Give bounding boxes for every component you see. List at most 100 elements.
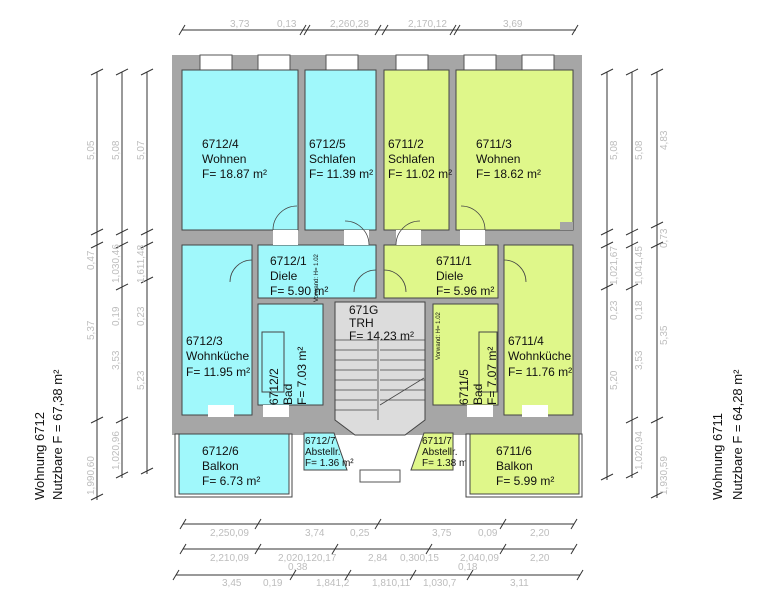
dim-label: 2,170,12 [408,19,447,30]
dim-label: 0,18 [458,562,478,573]
dim-label: 5,20 [609,370,620,390]
room-6711-4[interactable]: 6711/4 Wohnküche F= 11.76 m² [503,244,574,416]
room-671G-staircase[interactable]: 671G TRH F= 14.23 m² [334,301,426,436]
vorwand-label: Vorwand: H= 1.02 [314,253,320,302]
room-id: 6711/7 [422,436,452,447]
dim-label: 0,47 [86,250,97,270]
room-6712-6-balcony[interactable]: 6712/6 Balkon F= 6.73 m² [174,433,293,498]
room-name: Diele [436,269,464,283]
dim-label: 3,11 [510,578,529,589]
room-name: Abstellr. [422,447,458,458]
room-name: Wohnen [202,152,246,166]
stair-steps [335,339,425,420]
room-id: 6711/6 [496,444,532,458]
room-area: F= 11.39 m² [309,167,373,181]
dim-label: 3,45 [222,578,242,589]
dim-label: 1,930,59 [659,456,670,495]
dim-label: 5,07 [136,140,147,160]
dim-label: 1,041,45 [634,246,645,285]
dim-label: 2,20 [530,553,550,564]
dim-label: 0,18 [634,300,645,320]
dim-label: 2,260,28 [330,19,369,30]
room-id: 6712/1 [270,254,307,268]
dim-label: 3,53 [111,350,122,370]
dim-label: 0,19 [263,578,283,589]
room-area: F= 18.87 m² [202,167,267,181]
vorwand-label: Vorwand: H= 1.02 [436,311,442,360]
room-id: 6711/2 [388,137,424,151]
room-id: 6712/4 [202,137,239,151]
dim-label: 5,05 [86,140,97,160]
dim-label: 3,75 [432,528,452,539]
dim-label: 0,23 [136,306,147,326]
dim-label: 1,990,60 [86,456,97,495]
dim-label: 1,020,94 [634,431,645,470]
room-name: Bad [471,384,485,405]
room-id: 671G [349,303,378,317]
dim-label: 5,35 [659,325,670,345]
room-6712-7[interactable]: 6712/7 Abstellr. F= 1.36 m² [303,432,354,471]
room-6711-5[interactable]: Vorwand: H= 1.02 6711/5 Bad F= 7.07 m² [432,303,499,406]
room-name: TRH [349,316,374,330]
room-area: F= 1.36 m² [305,458,354,469]
room-id: 6712/7 [305,436,336,447]
room-id: 6711/3 [476,137,512,151]
dimension-left: 5,05 0,47 5,37 1,990,60 5,08 1,030,46 0,… [86,68,154,501]
room-area: F= 11.95 m² [186,365,250,379]
room-6711-7[interactable]: 6711/7 Abstellr. F= 1.38 m² [410,432,471,471]
room-name: Wohnen [476,152,520,166]
unit-area: Nutzbare F = 64,28 m² [730,369,745,500]
dimension-right: 5,08 1,021,67 0,23 5,20 5,08 1,041,45 0,… [600,68,670,499]
room-name: Balkon [202,459,239,473]
dim-label: 3,74 [305,528,325,539]
room-6712-2[interactable]: Vorwand: H= 1.02 6712/2 Bad F= 7.03 m² [257,253,324,406]
dim-label: 3,53 [634,350,645,370]
room-id: 6711/1 [436,254,472,268]
dim-label: 2,20 [530,528,550,539]
room-id: 6712/5 [309,137,346,151]
dim-label: 1,030,7 [423,578,457,589]
windows [199,54,555,71]
room-6711-2[interactable]: 6711/2 Schlafen F= 11.02 m² [383,69,452,231]
room-area: F= 14.23 m² [349,329,414,343]
room-id: 6712/6 [202,444,239,458]
dim-label: 0,13 [277,19,297,30]
door-swings [208,205,548,483]
room-area: F= 5.96 m² [436,284,494,298]
room-area: F= 18.62 m² [476,167,541,181]
dim-label: 0,25 [350,528,370,539]
room-name: Balkon [496,459,533,473]
dim-label: 2,84 [368,553,388,564]
unit-label: Wohnung 6711 [710,413,725,500]
dim-label: 3,73 [230,19,250,30]
dim-label: 1,021,67 [609,246,620,285]
room-id: 6712/2 [267,368,281,405]
unit-area: Nutzbare F = 67,38 m² [50,369,65,500]
room-name: Diele [270,269,298,283]
room-6711-1[interactable]: 6711/1 Diele F= 5.96 m² [383,244,499,299]
dim-label: 1,841,2 [316,578,350,589]
room-6712-5[interactable]: 6712/5 Schlafen F= 11.39 m² [304,69,377,231]
dim-label: 5,37 [86,320,97,340]
dimension-top: 3,73 0,13 2,260,28 2,170,12 3,69 [178,19,579,36]
room-name: Schlafen [388,152,435,166]
room-6711-3[interactable]: 6711/3 Wohnen F= 18.62 m² [455,69,574,231]
dim-label: 2,210,09 [210,553,249,564]
room-name: Wohnküche [186,349,249,363]
dim-label: 0,300,15 [400,553,439,564]
dim-label: 3,69 [503,19,523,30]
summary-6712: Wohnung 6712 Nutzbare F = 67,38 m² [32,369,65,500]
unit-label: Wohnung 6712 [32,412,47,500]
dim-label: 1,030,46 [111,244,122,283]
room-6712-1[interactable]: 6712/1 Diele F= 5.90 m² [257,244,377,299]
dim-label: 0,19 [111,306,122,326]
room-6712-3[interactable]: 6712/3 Wohnküche F= 11.95 m² [181,244,253,416]
room-name: Abstellr. [305,447,341,458]
room-6711-6-balcony[interactable]: 6711/6 Balkon F= 5.99 m² [465,433,583,498]
room-6712-4[interactable]: 6712/4 Wohnen F= 18.87 m² [181,69,299,231]
dim-label: 5,08 [609,140,620,160]
dim-label: 1,611,48 [136,244,147,283]
room-area: F= 6.73 m² [202,474,260,488]
dim-label: 0,38 [288,562,308,573]
